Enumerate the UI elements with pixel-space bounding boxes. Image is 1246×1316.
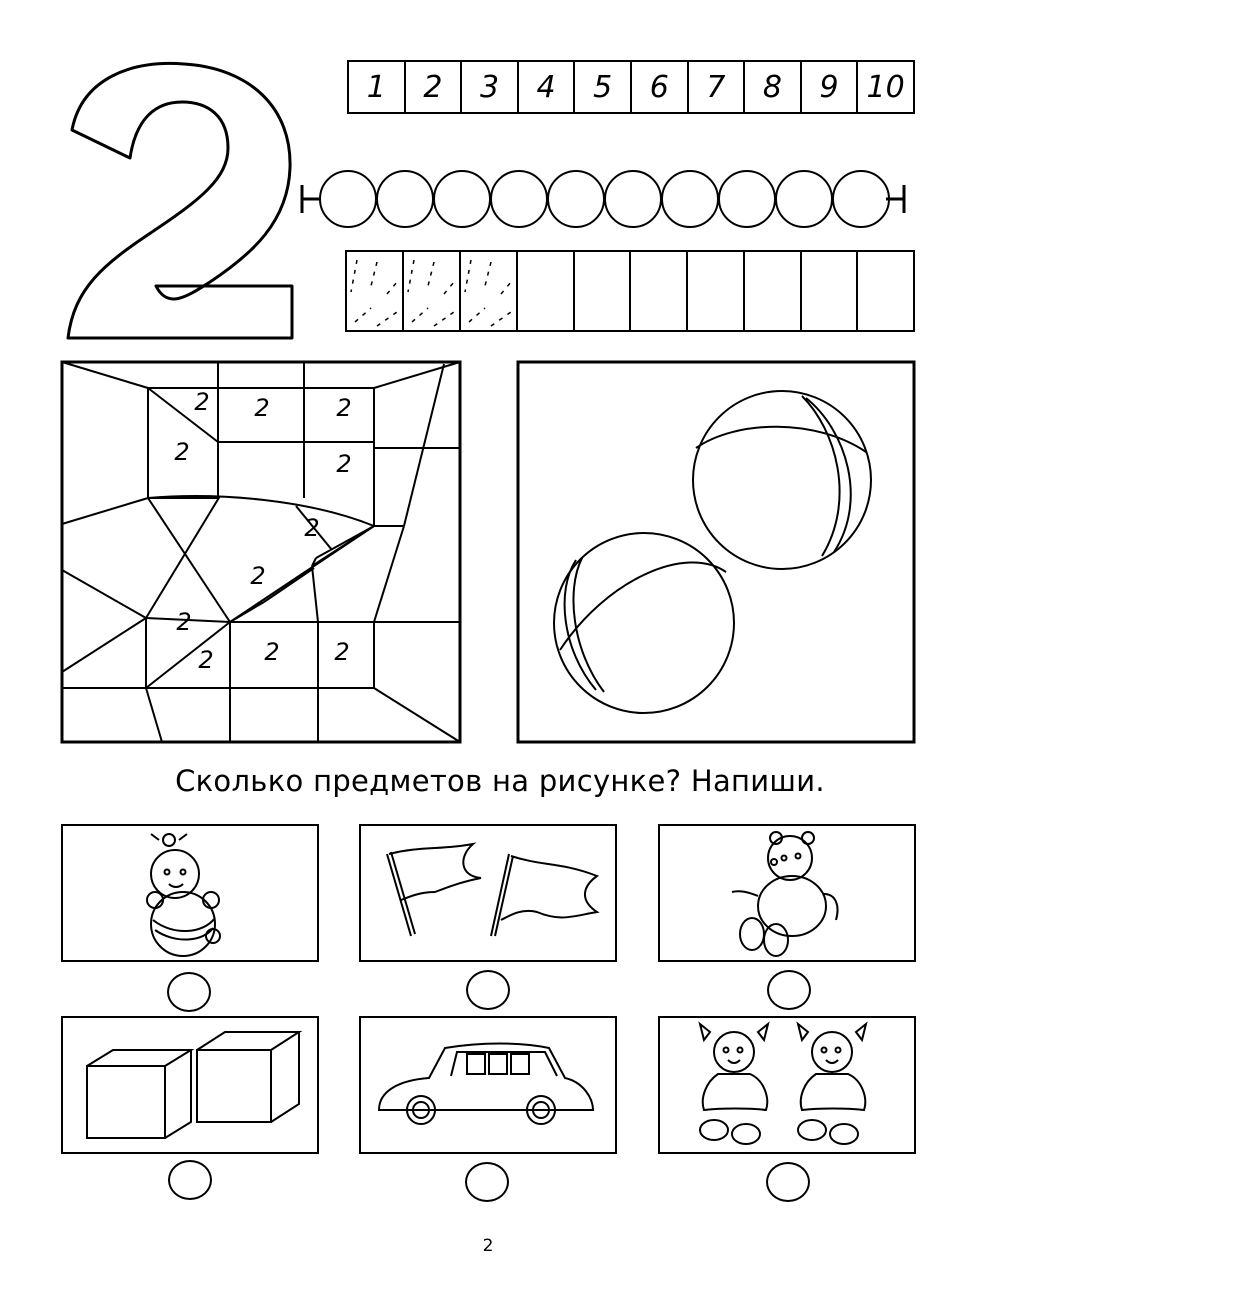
shaded-cell xyxy=(461,252,518,330)
picture-card xyxy=(359,824,617,962)
number-cell: 2 xyxy=(406,62,463,112)
bead xyxy=(832,170,890,228)
mosaic-digit-label: 2 xyxy=(336,394,351,422)
answer-circle[interactable] xyxy=(168,1160,212,1200)
mosaic-digit-label: 2 xyxy=(198,646,213,674)
bead xyxy=(433,170,491,228)
cubes-icon xyxy=(86,1031,303,1139)
bead xyxy=(490,170,548,228)
bead xyxy=(319,170,377,228)
balls-picture xyxy=(516,360,916,744)
car-icon xyxy=(377,1042,595,1125)
ball-icon xyxy=(553,532,735,714)
empty-cell xyxy=(631,252,689,330)
mosaic-digit-label: 2 xyxy=(336,450,351,478)
mosaic-digit-label: 2 xyxy=(264,638,279,666)
bead xyxy=(604,170,662,228)
empty-cell xyxy=(802,252,859,330)
answer-circle[interactable] xyxy=(466,970,510,1010)
answer-circle[interactable] xyxy=(767,970,811,1010)
roly-poly-doll-icon xyxy=(146,833,221,957)
answer-circle[interactable] xyxy=(465,1162,509,1202)
bead xyxy=(718,170,776,228)
empty-cell xyxy=(575,252,632,330)
mosaic-digit-label: 2 xyxy=(254,394,269,422)
bead xyxy=(661,170,719,228)
page-number: 2 xyxy=(482,1236,494,1256)
number-cell: 5 xyxy=(575,62,632,112)
number-cell: 10 xyxy=(866,69,905,105)
bead-string xyxy=(300,170,906,228)
picture-card xyxy=(658,1016,916,1154)
fill-bar xyxy=(345,250,915,332)
number-cell: 3 xyxy=(462,62,519,112)
flags-icon xyxy=(386,842,600,937)
mosaic-digit-label: 2 xyxy=(194,388,209,416)
answer-circle[interactable] xyxy=(167,972,211,1012)
shaded-cell xyxy=(347,252,404,330)
number-cell: 4 xyxy=(519,62,576,112)
mosaic-digit-label: 2 xyxy=(304,514,319,542)
number-cell: 1 xyxy=(349,62,406,112)
number-cell: 7 xyxy=(689,62,746,112)
bead xyxy=(775,170,833,228)
ball-icon xyxy=(692,390,872,570)
empty-cell xyxy=(688,252,745,330)
picture-card xyxy=(658,824,916,962)
picture-card xyxy=(359,1016,617,1154)
bead xyxy=(376,170,434,228)
empty-cell xyxy=(858,252,913,330)
bead xyxy=(547,170,605,228)
mosaic-digit-label: 2 xyxy=(250,562,265,590)
number-cell: 6 xyxy=(632,62,689,112)
dolls-icon xyxy=(698,1021,868,1145)
mosaic-digit-label: 2 xyxy=(334,638,349,666)
number-cell: 9 xyxy=(802,62,859,112)
empty-cell xyxy=(518,252,575,330)
number-cell: 8 xyxy=(745,62,802,112)
picture-card xyxy=(61,1016,319,1154)
teddy-bear-icon xyxy=(731,831,839,957)
shaded-cell xyxy=(404,252,461,330)
mosaic-digit-label: 2 xyxy=(176,608,191,636)
answer-circle[interactable] xyxy=(766,1162,810,1202)
question-text: Сколько предметов на рисунке? Напиши. xyxy=(175,764,825,798)
picture-card xyxy=(61,824,319,962)
mosaic-digit-label: 2 xyxy=(174,438,189,466)
big-digit-two xyxy=(66,61,294,340)
empty-cell xyxy=(745,252,802,330)
